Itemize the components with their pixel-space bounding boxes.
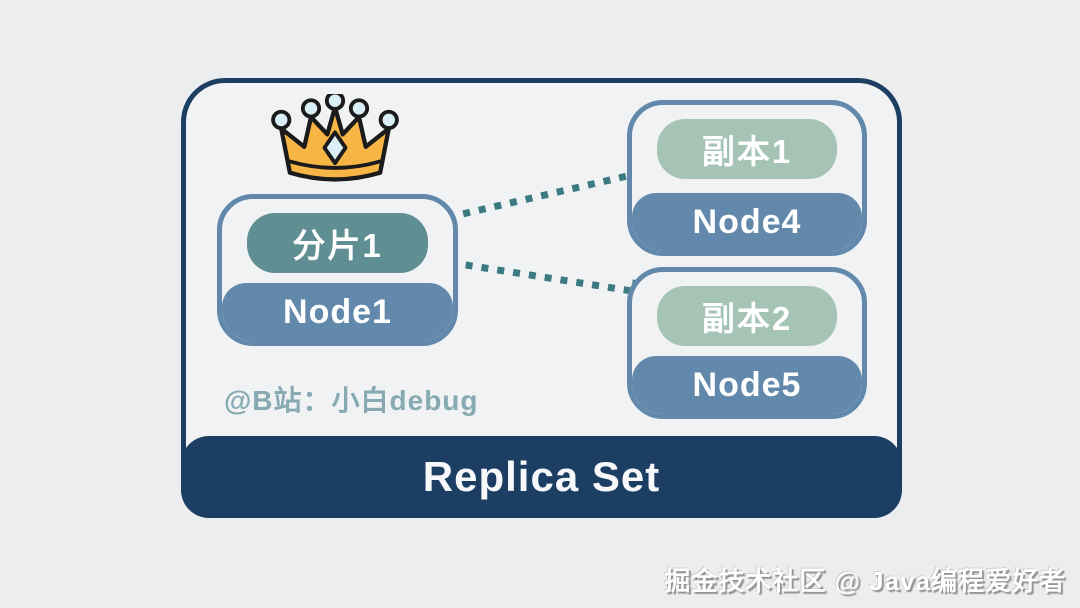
crown-gem-icon [348, 98, 370, 119]
replica1-node-group: 副本1 Node4 [627, 100, 867, 256]
crown-gem-icon [271, 109, 292, 130]
juejin-watermark: 掘金技术社区 @ Java编程爱好者 [664, 566, 1066, 596]
crown-icon [271, 94, 399, 182]
replica-set-banner: Replica Set [181, 436, 902, 518]
shard1-box: 分片1 [247, 213, 428, 273]
crown-gem-icon [324, 94, 346, 111]
node1-strip: Node1 [222, 283, 453, 341]
primary-node-group: 分片1 Node1 [217, 194, 458, 346]
replica2-box: 副本2 [657, 286, 837, 346]
crown-gem-icon [378, 109, 399, 130]
bilibili-watermark: @B站：小白debug [224, 385, 479, 416]
crown-gem-icon [300, 98, 322, 119]
replica1-box: 副本1 [657, 119, 837, 179]
crown-diamond-icon [322, 130, 348, 166]
node5-strip: Node5 [632, 356, 862, 414]
replica2-node-group: 副本2 Node5 [627, 267, 867, 419]
crown-band [287, 159, 384, 170]
node4-strip: Node4 [632, 193, 862, 251]
